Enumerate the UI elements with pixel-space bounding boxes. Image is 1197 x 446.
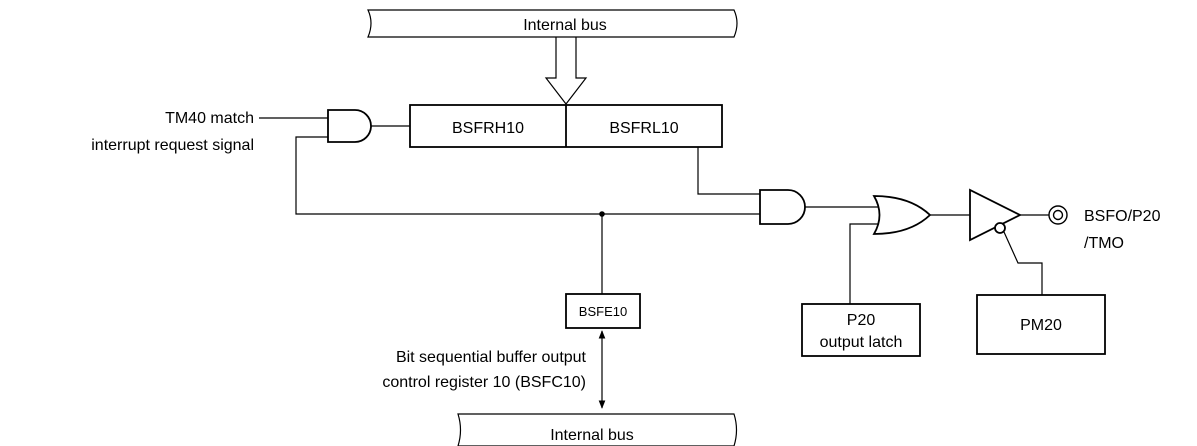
and-gate-1 <box>327 109 372 143</box>
p20-output-latch: P20 output latch <box>801 303 921 357</box>
pm20-register: PM20 <box>976 294 1106 355</box>
input-signal-label-line2: interrupt request signal <box>91 137 254 154</box>
register-to-and2-wire <box>697 147 760 195</box>
buffer-enable-bubble <box>994 222 1006 234</box>
output-pin-label-line1: BSFO/P20 <box>1084 208 1161 225</box>
or-gate <box>872 195 932 235</box>
control-register-label-line2: control register 10 (BSFC10) <box>382 374 586 391</box>
internal-bus-top-label: Internal bus <box>523 17 607 34</box>
output-latch-label-line1: P20 <box>847 312 876 329</box>
register-low-label: BSFRL10 <box>609 120 678 137</box>
register-bsfr10: BSFRH10 BSFRL10 <box>409 104 723 148</box>
internal-bus-bottom-label: Internal bus <box>550 427 634 444</box>
output-latch-label-line2: output latch <box>820 334 903 351</box>
enable-wire <box>295 136 760 215</box>
enable-bit-label: BSFE10 <box>579 304 627 319</box>
register-high-label: BSFRH10 <box>452 120 524 137</box>
output-buffer <box>969 188 1023 242</box>
pm20-to-buffer-wire <box>1003 231 1043 295</box>
enable-bit-bsfe10: BSFE10 <box>565 293 641 329</box>
input-signal-label-line1: TM40 match <box>165 110 254 127</box>
mode-register-label: PM20 <box>1020 317 1062 334</box>
control-register-label-line1: Bit sequential buffer output <box>396 349 587 366</box>
output-pin-label-line2: /TMO <box>1084 235 1124 252</box>
latch-to-or-wire <box>849 223 878 304</box>
and-gate-2 <box>759 189 806 225</box>
internal-bus-bottom: Internal bus <box>457 413 738 446</box>
output-pin <box>1048 205 1068 225</box>
bus-arrow-down <box>544 37 588 105</box>
internal-bus-top: Internal bus <box>367 9 738 38</box>
